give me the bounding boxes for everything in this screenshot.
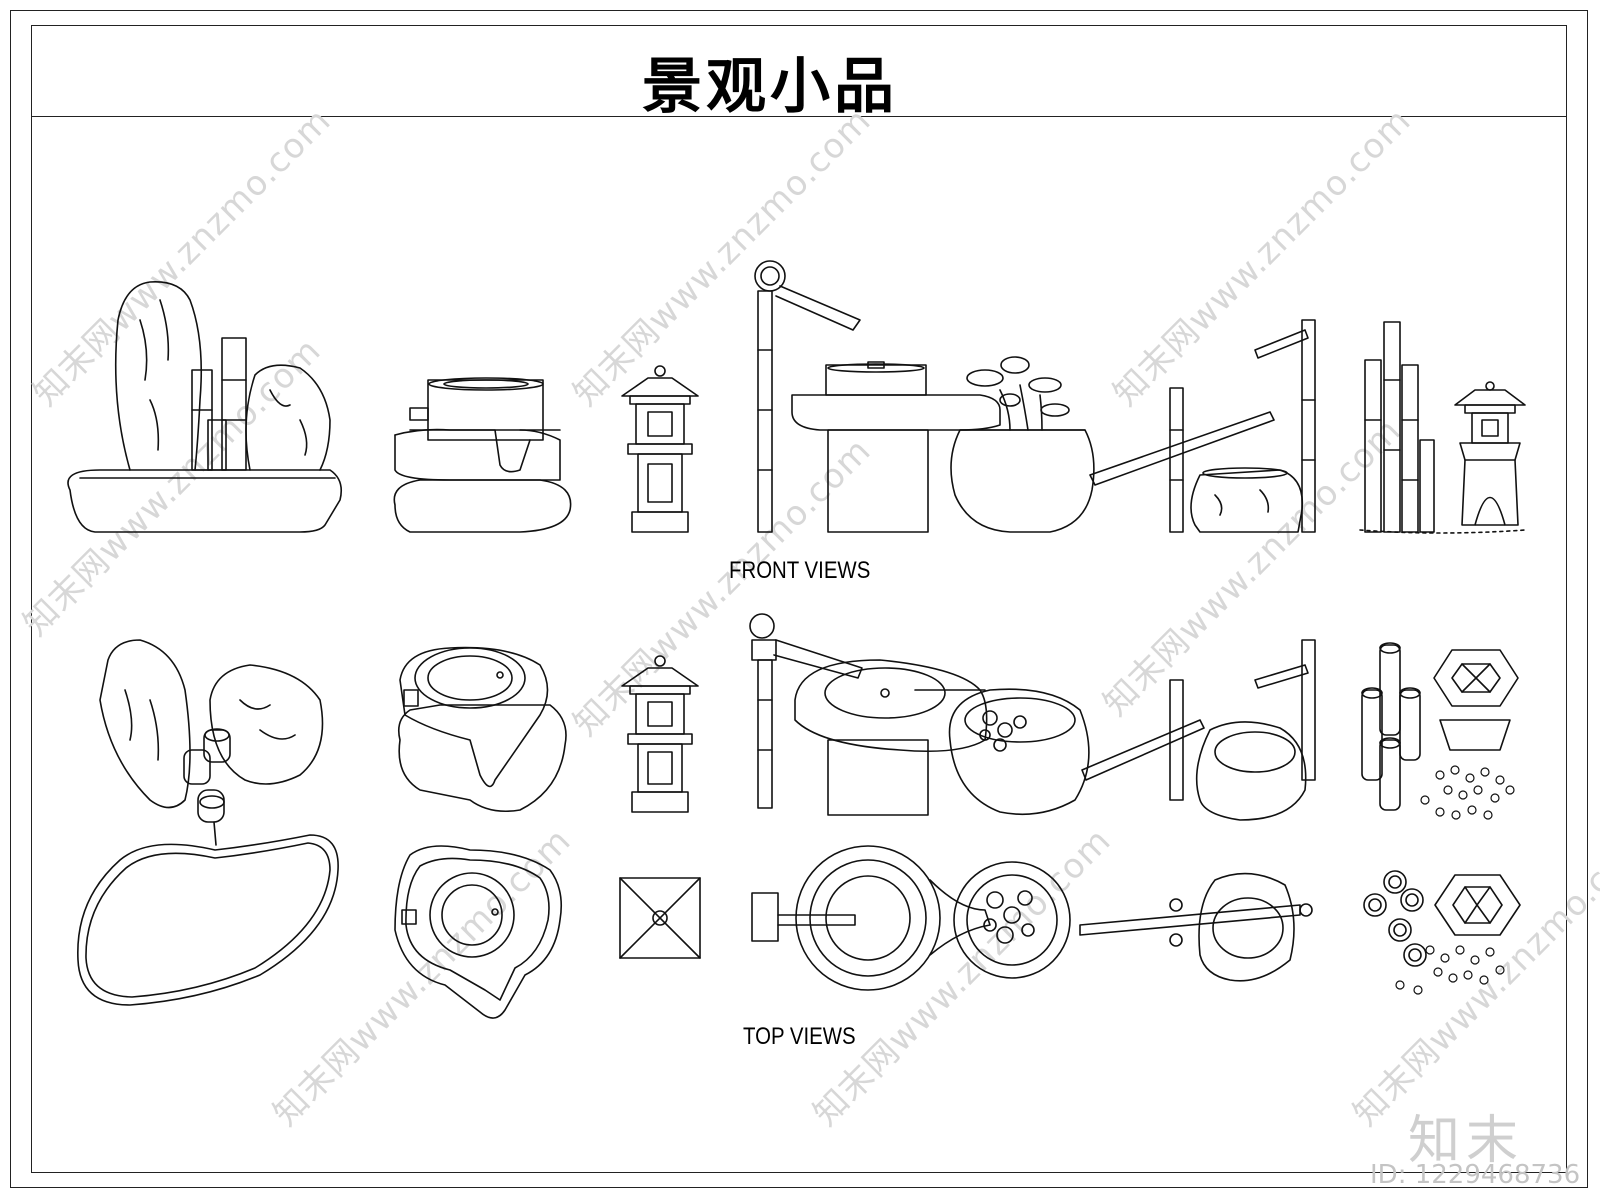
watermark-logo: 知末 xyxy=(1408,1111,1525,1171)
stone-lantern-front xyxy=(621,365,699,533)
bamboo-lantern-plan xyxy=(1363,870,1521,995)
top-views-label: TOP VIEWS xyxy=(743,1023,856,1050)
rock-fountain-oblique xyxy=(99,639,324,846)
millstone-lily-plan xyxy=(751,845,1071,991)
inner-border xyxy=(31,25,1567,1173)
bamboo-basin-plan xyxy=(1079,872,1313,982)
bamboo-lantern-oblique xyxy=(1361,642,1519,820)
pond-plan xyxy=(77,834,339,1006)
stone-mill-oblique xyxy=(397,646,567,813)
watermark-id: ID: 1229468736 xyxy=(1370,1160,1581,1190)
drawing-title: 景观小品 xyxy=(642,52,898,122)
stone-lantern-plan xyxy=(619,877,701,959)
bamboo-basin-oblique xyxy=(1081,639,1316,821)
front-views-label: FRONT VIEWS xyxy=(729,557,871,584)
lily-pot-oblique xyxy=(948,688,1090,816)
bamboo-spout-millstone-front xyxy=(754,260,1001,533)
title-divider xyxy=(31,116,1567,117)
rock-fountain-front xyxy=(67,281,343,533)
outer-border xyxy=(10,10,1588,1188)
bamboo-lantern-front xyxy=(1359,321,1526,534)
bamboo-spout-millstone-oblique xyxy=(749,613,988,816)
stone-lantern-oblique xyxy=(621,655,699,813)
stone-mill-plan xyxy=(394,845,563,1019)
lily-pot-front xyxy=(950,356,1095,533)
stone-mill-front xyxy=(393,377,572,533)
bamboo-basin-front xyxy=(1089,319,1316,533)
